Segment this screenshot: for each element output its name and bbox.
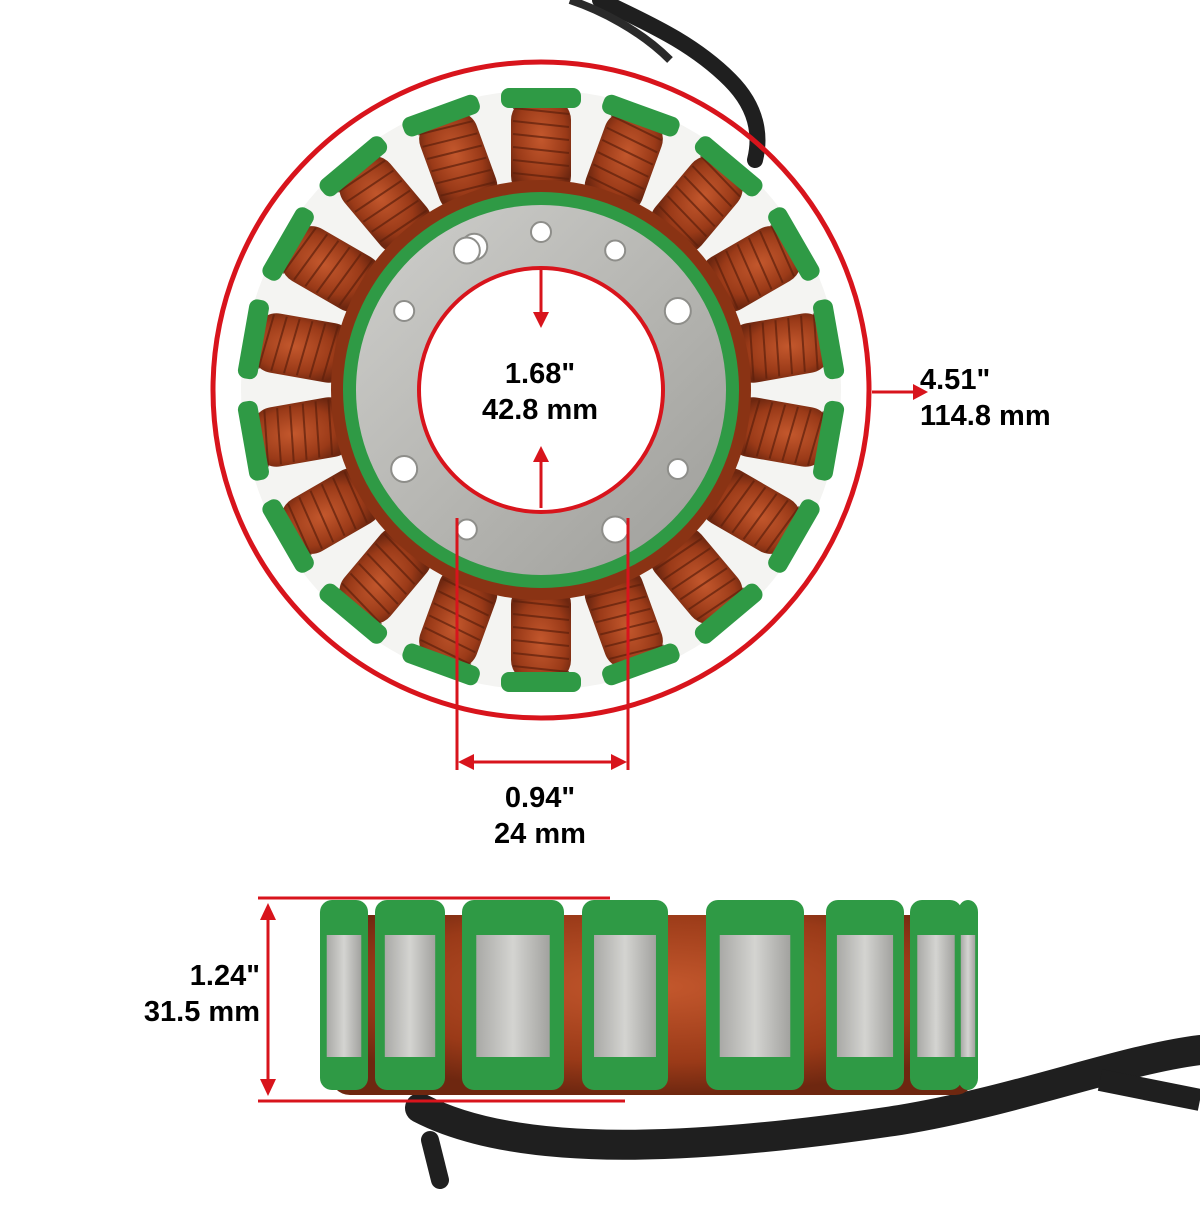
inner-diameter-inch: 1.68" — [504, 358, 576, 390]
hole-spacing-label: 0.94" 24 mm — [440, 780, 640, 852]
height-arrow-up — [260, 903, 276, 920]
hub-hole — [601, 515, 630, 544]
stack-height-label: 1.24" 31.5 mm — [88, 958, 260, 1030]
coil-winding — [402, 94, 500, 214]
outer-diameter-circle — [210, 59, 872, 721]
hole-spacing-inch: 0.94" — [504, 782, 576, 814]
dimension-overlays — [210, 59, 928, 770]
stator-side-view — [320, 900, 1200, 1189]
side-pole-shoe — [958, 900, 978, 1090]
center-bore — [419, 268, 663, 512]
hub-mounting-holes — [390, 221, 692, 544]
stack-height-inch: 1.24" — [189, 960, 260, 992]
inner-diameter-arrow-up — [533, 446, 549, 462]
hub-hole — [604, 239, 627, 262]
coil-winding — [728, 397, 845, 481]
outer-diameter-label: 4.51" 114.8 mm — [920, 362, 1120, 434]
inner-diameter-mm: 42.8 mm — [481, 394, 599, 426]
side-pole-shoe — [375, 900, 445, 1090]
outer-diameter-inch: 4.51" — [920, 364, 991, 396]
hub-hole — [530, 221, 552, 243]
hub-hole — [666, 458, 689, 480]
outer-diameter-mm: 114.8 mm — [920, 400, 1051, 432]
hub-hole — [455, 518, 478, 541]
side-pole-shoe — [910, 900, 962, 1090]
coil-winding — [584, 94, 680, 215]
hub-hole — [393, 300, 416, 322]
hole-spacing-arrow-right — [611, 754, 627, 770]
coil-winding — [501, 88, 581, 198]
inner-diameter-label: 1.68" 42.8 mm — [470, 356, 610, 428]
hole-spacing-arrow-left — [458, 754, 474, 770]
hub-hole — [663, 297, 692, 325]
coil-winding — [237, 396, 354, 481]
side-pole-shoe — [582, 900, 668, 1090]
stator-lead-cable — [592, 0, 766, 168]
coil-winding — [728, 299, 845, 384]
side-pole-shoe — [320, 900, 368, 1090]
coil-winding — [237, 299, 354, 383]
side-pole-shoe — [826, 900, 904, 1090]
height-dimension — [258, 896, 625, 1103]
side-pole-shoe — [706, 900, 804, 1090]
hole-spacing-mm: 24 mm — [494, 818, 586, 850]
height-arrow-down — [260, 1079, 276, 1096]
stack-height-mm: 31.5 mm — [143, 996, 260, 1028]
hub-hole — [390, 455, 419, 483]
stator-top-view — [237, 88, 845, 692]
side-pole-shoe — [462, 900, 564, 1090]
coil-winding — [501, 582, 581, 692]
hub-hole — [452, 236, 481, 265]
outer-diameter-arrow — [913, 384, 928, 400]
inner-diameter-arrow-down — [533, 312, 549, 328]
